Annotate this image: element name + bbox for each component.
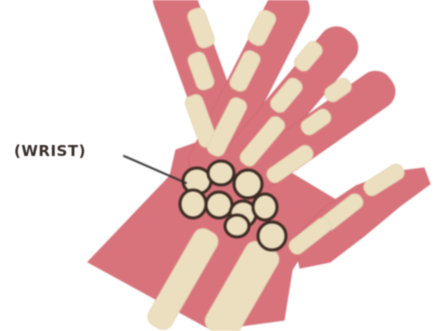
- carpal-bone-2: [208, 161, 234, 185]
- carpal-bone-8: [258, 222, 286, 250]
- wrist-label: (WRIST): [14, 142, 86, 160]
- carpal-bone-4: [180, 190, 206, 218]
- carpal-bone-9: [225, 215, 249, 237]
- carpal-bone-7: [253, 194, 277, 220]
- carpal-bone-5: [206, 192, 232, 218]
- carpal-bone-3: [234, 170, 262, 198]
